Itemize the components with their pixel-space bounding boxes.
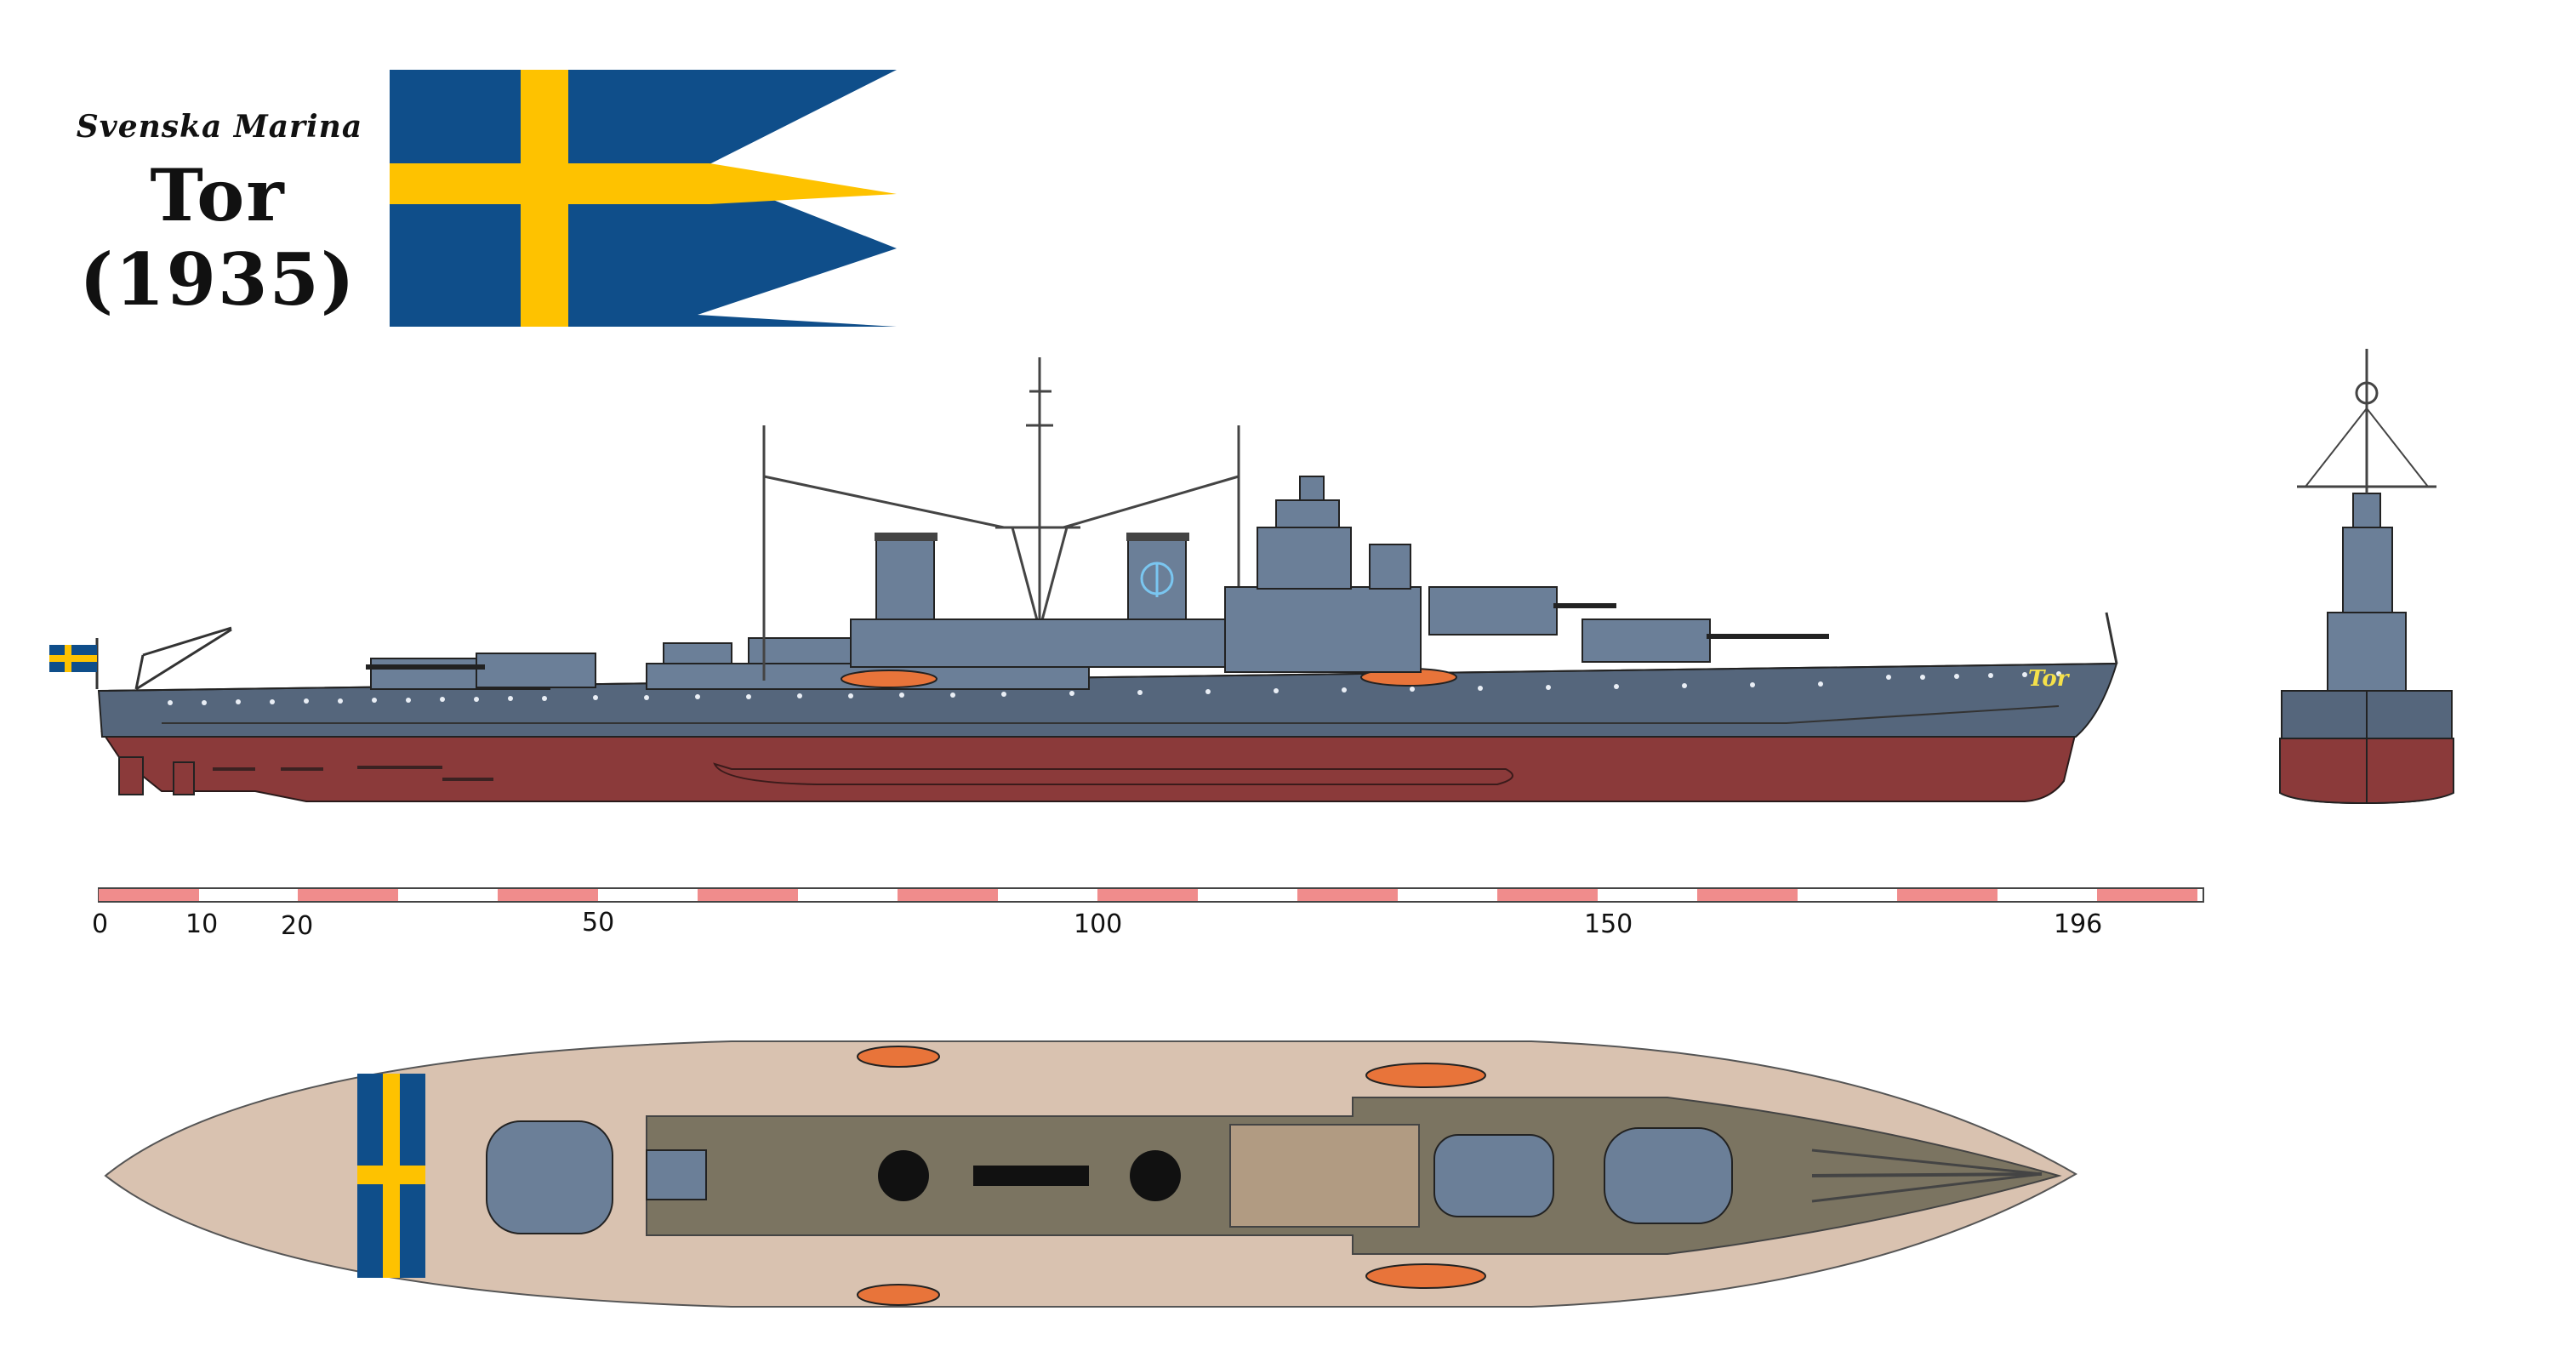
scale-bar: 0 10 20 50 100 150 196	[92, 887, 2204, 941]
scale-label-100: 100	[1074, 909, 1122, 939]
top-plan-view	[104, 1040, 2077, 1308]
hull-name-label: Tor	[2028, 666, 2071, 692]
stern-crane	[134, 626, 232, 691]
side-profile-view: Tor	[49, 357, 2118, 802]
front-view	[2279, 349, 2454, 805]
scale-label-150: 150	[1584, 909, 1633, 939]
ship-title: Tor (1935)	[79, 153, 356, 322]
scale-label-20: 20	[281, 911, 313, 941]
crown-anchor-emblem-icon	[1140, 561, 1174, 597]
navy-title: Svenska Marina	[76, 109, 363, 145]
naval-ensign-icon	[390, 70, 897, 327]
scale-label-196: 196	[2054, 909, 2102, 939]
scale-label-10: 10	[185, 909, 218, 939]
swedish-flag-icon	[49, 638, 99, 689]
scale-label-50: 50	[582, 908, 614, 938]
scale-label-0: 0	[92, 909, 108, 939]
